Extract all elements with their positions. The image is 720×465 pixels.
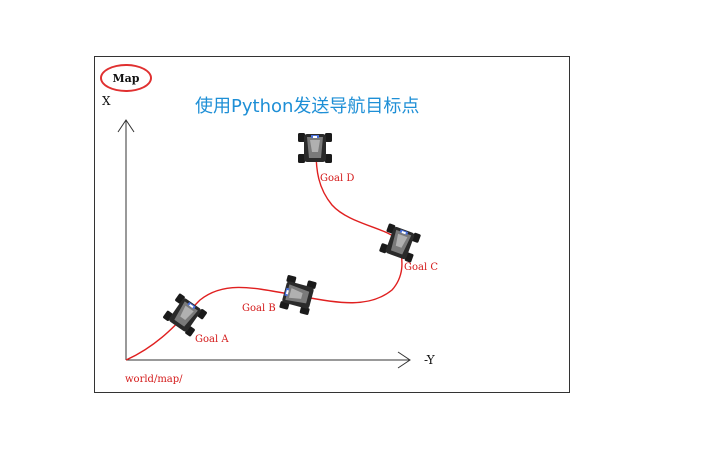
goal-d-label: Goal D <box>320 173 355 184</box>
goal-a-label: Goal A <box>195 334 229 345</box>
y-axis-label: -Y <box>424 353 435 367</box>
goal-c-label: Goal C <box>404 262 438 273</box>
robot-car-icon <box>279 274 317 316</box>
map-badge: Map <box>100 64 152 92</box>
diagram-title: 使用Python发送导航目标点 <box>195 96 420 117</box>
trajectory-path <box>125 149 403 361</box>
axes <box>117 119 411 369</box>
x-axis-label: X <box>102 94 111 108</box>
y-axis-arrow <box>397 351 411 369</box>
x-axis-arrow <box>117 119 135 133</box>
robot-car-icon <box>298 133 332 163</box>
goal-b-label: Goal B <box>242 303 276 314</box>
origin-frame-label: world/map/ <box>125 374 183 385</box>
robot-car-icon <box>378 223 422 263</box>
diagram-frame <box>94 56 570 393</box>
map-badge-label: Map <box>112 71 140 85</box>
